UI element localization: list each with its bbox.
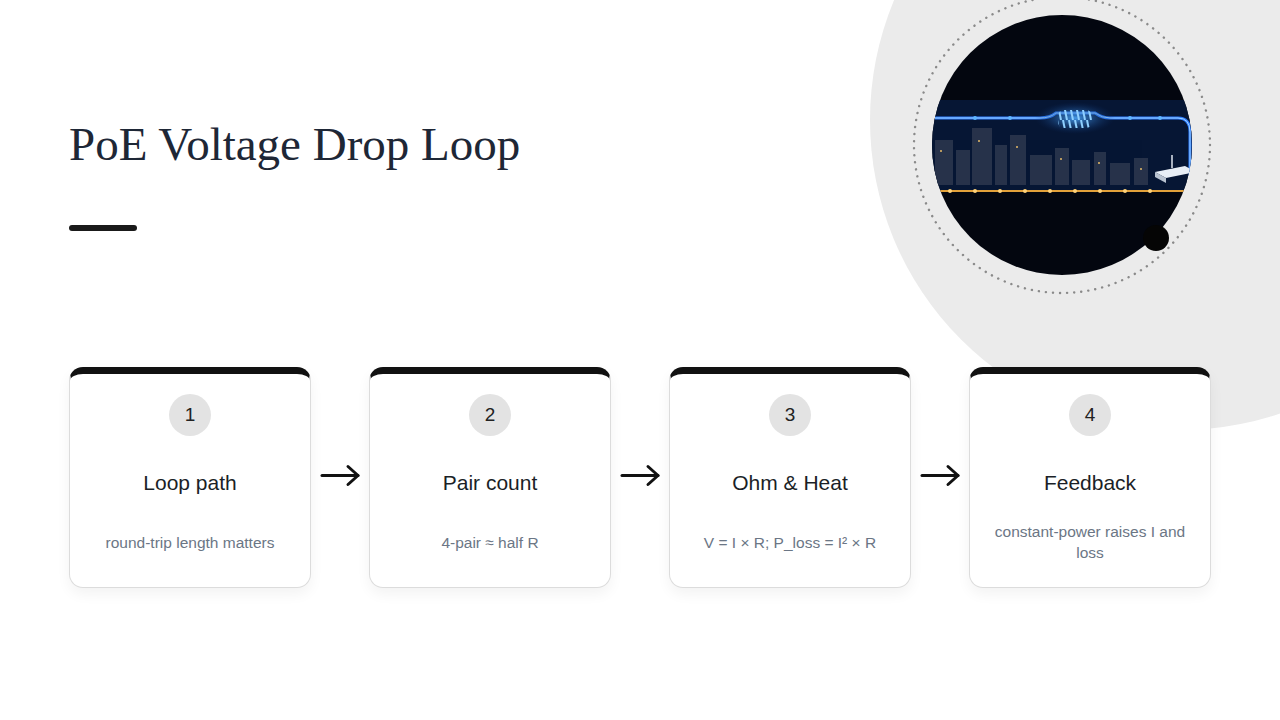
step-description-text: V = I × R; P_loss = I² × R [704, 533, 876, 554]
step-description-text: round-trip length matters [106, 533, 275, 554]
slide-title: PoE Voltage Drop Loop [69, 117, 520, 171]
flow-arrow [622, 467, 658, 485]
dotted-ring [914, 0, 1210, 293]
step-number-badge: 2 [469, 394, 511, 436]
step-description: V = I × R; P_loss = I² × R [682, 517, 898, 569]
step-heading-text: Feedback [1044, 471, 1136, 494]
step-card: Ohm & Heat V = I × R; P_loss = I² × R 3 [669, 367, 911, 588]
flow-arrow [922, 467, 958, 485]
step-number: 2 [485, 404, 496, 426]
step-number: 3 [785, 404, 796, 426]
step-heading-text: Loop path [143, 471, 236, 494]
backdrop-circle [870, 0, 1280, 430]
step-card: Feedback constant-power raises I and loss… [969, 367, 1211, 588]
step-heading: Ohm & Heat [678, 471, 902, 495]
flow-arrow [322, 467, 358, 485]
step-number: 1 [185, 404, 196, 426]
step-description-text: constant-power raises I and loss [982, 522, 1198, 564]
step-heading-text: Pair count [443, 471, 538, 494]
step-card: Pair count 4-pair ≈ half R 2 [369, 367, 611, 588]
step-heading: Loop path [78, 471, 302, 495]
step-number: 4 [1085, 404, 1096, 426]
step-heading: Pair count [378, 471, 602, 495]
step-heading-text: Ohm & Heat [732, 471, 848, 494]
step-card: Loop path round-trip length matters 1 [69, 367, 311, 588]
step-description: constant-power raises I and loss [982, 517, 1198, 569]
step-heading: Feedback [978, 471, 1202, 495]
step-number-badge: 4 [1069, 394, 1111, 436]
step-description-text: 4-pair ≈ half R [441, 533, 538, 554]
title-underline [69, 225, 137, 231]
step-number-badge: 3 [769, 394, 811, 436]
step-description: round-trip length matters [82, 517, 298, 569]
illustration [930, 14, 1196, 279]
step-number-badge: 1 [169, 394, 211, 436]
accent-dot [1143, 225, 1169, 251]
step-description: 4-pair ≈ half R [382, 517, 598, 569]
